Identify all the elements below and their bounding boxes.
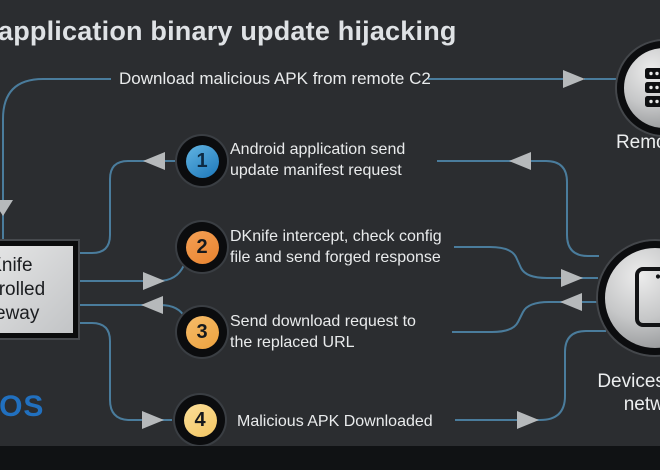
server-icon — [645, 68, 660, 107]
flow-step1-line — [78, 160, 599, 257]
arrow-down-icon — [0, 200, 13, 216]
step3-badge: 3 — [177, 307, 227, 357]
step2-badge: 2 — [177, 222, 227, 272]
remote-c2-label: Remote C2 — [615, 132, 660, 153]
step4-badge: 4 — [175, 395, 225, 445]
arrow-right-icon — [517, 411, 539, 429]
step1-badge: 1 — [177, 136, 227, 186]
arrow-right-icon — [142, 411, 164, 429]
tablet-icon — [635, 267, 660, 327]
arrow-right-icon — [561, 269, 583, 287]
arrow-right-icon — [563, 70, 585, 88]
talos-logo: TALOS — [0, 390, 45, 423]
gateway-node: DKnife controlled gateway — [0, 241, 78, 338]
step3-number: 3 — [185, 315, 219, 349]
step4-number: 4 — [183, 403, 217, 437]
step4-text: Malicious APK Downloaded — [237, 413, 433, 430]
step2-text: DKnife intercept, check config file and … — [230, 228, 442, 266]
step3-text: Send download request to the replaced UR… — [230, 313, 416, 351]
top-flow-label: Download malicious APK from remote C2 — [119, 69, 431, 88]
footer-bar — [0, 446, 660, 470]
step2-number: 2 — [185, 230, 219, 264]
arrow-left-icon — [509, 152, 531, 170]
arrow-left-icon — [141, 296, 163, 314]
arrow-left-icon — [560, 293, 582, 311]
page-title: application binary update hijacking — [0, 16, 457, 46]
flow-step4-line — [78, 322, 606, 421]
devices-label: Devices in the network — [597, 371, 660, 415]
flow-top-line — [2, 78, 616, 243]
arrow-right-icon — [143, 272, 165, 290]
step1-number: 1 — [185, 144, 219, 178]
step1-text: Android application send update manifest… — [230, 141, 406, 179]
arrow-left-icon — [143, 152, 165, 170]
